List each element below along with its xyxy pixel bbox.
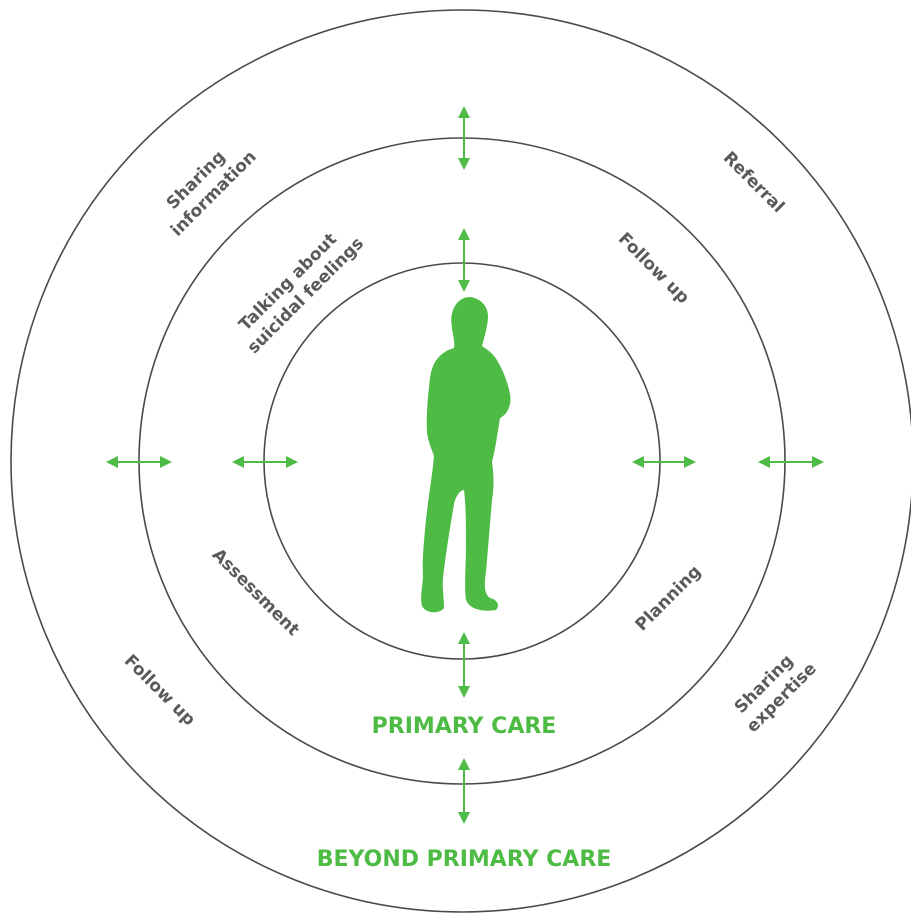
label-planning: Planning xyxy=(632,562,706,636)
label-sharing-information: Sharing information xyxy=(151,131,260,240)
double-arrow-icon xyxy=(632,456,696,468)
label-talking-about-suicidal-feelings: Talking about suicidal feelings xyxy=(228,218,368,358)
label-referral: Referral xyxy=(719,148,788,217)
label-assessment: Assessment xyxy=(208,545,303,640)
double-arrow-icon xyxy=(458,758,470,824)
beyond-primary-care-title: BEYOND PRIMARY CARE xyxy=(317,847,612,872)
double-arrow-icon xyxy=(458,632,470,698)
outer-ring xyxy=(10,9,911,913)
label-sharing-expertise: Sharing expertise xyxy=(727,643,820,736)
double-arrow-icon xyxy=(232,456,298,468)
double-arrow-icon xyxy=(106,456,172,468)
primary-care-title: PRIMARY CARE xyxy=(372,714,557,739)
double-arrow-icon xyxy=(458,106,470,170)
person-icon xyxy=(421,297,511,613)
label-follow-up-outer: Follow up xyxy=(120,651,199,730)
label-follow-up-inner: Follow up xyxy=(614,229,693,308)
double-arrow-icon xyxy=(758,456,824,468)
double-arrow-icon xyxy=(458,228,470,292)
